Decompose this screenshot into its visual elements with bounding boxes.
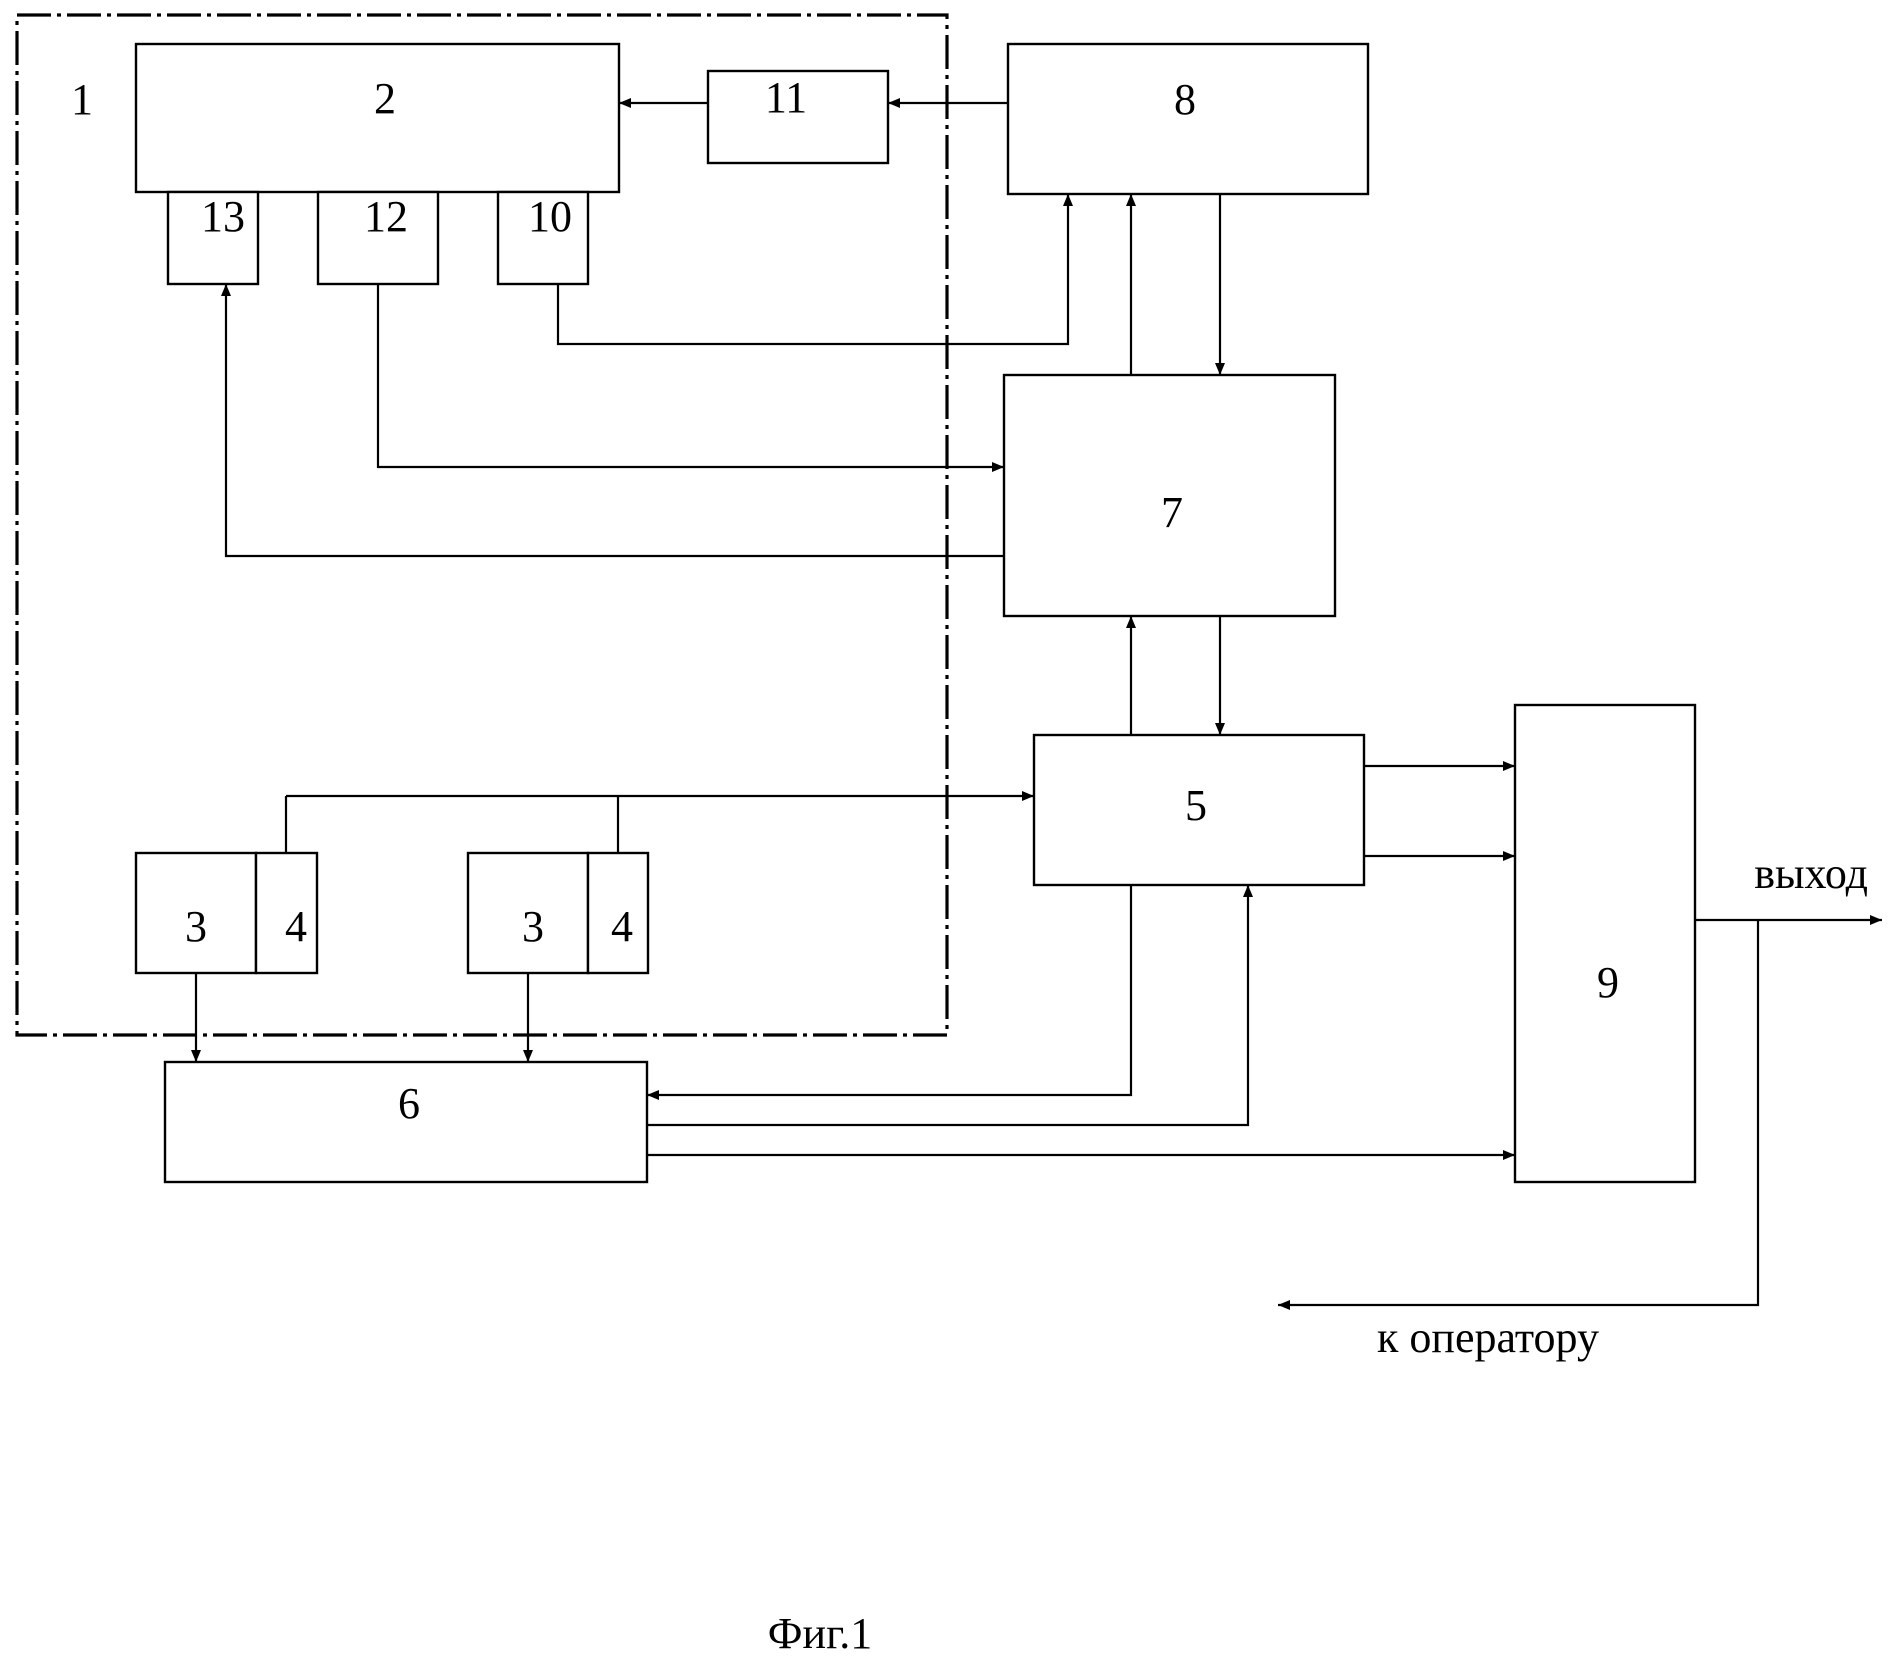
block-10: 10 bbox=[498, 192, 588, 284]
conn-12-to-7 bbox=[378, 284, 1004, 467]
to-operator-label: к оператору bbox=[1377, 1313, 1599, 1362]
sensor-3-left-label: 3 bbox=[185, 902, 207, 951]
block-12: 12 bbox=[318, 192, 438, 284]
block-7: 7 bbox=[1004, 375, 1335, 616]
label-1: 1 bbox=[71, 75, 93, 124]
block-6-label: 6 bbox=[398, 1079, 420, 1128]
sensor-3-left: 3 bbox=[136, 853, 256, 973]
block-5-label: 5 bbox=[1185, 781, 1207, 830]
sensor-4-right: 4 bbox=[588, 853, 648, 973]
block-11-label: 11 bbox=[765, 73, 807, 122]
block-8-label: 8 bbox=[1174, 75, 1196, 124]
conn-7-to-13 bbox=[226, 284, 1004, 556]
conn-10-to-8 bbox=[558, 194, 1068, 344]
block-13-label: 13 bbox=[201, 192, 245, 241]
sensor-4-right-label: 4 bbox=[611, 902, 633, 951]
block-5: 5 bbox=[1034, 735, 1364, 885]
block-8: 8 bbox=[1008, 44, 1368, 194]
block-2-label: 2 bbox=[374, 74, 396, 123]
block-6: 6 bbox=[165, 1062, 647, 1182]
sensor-3-right-label: 3 bbox=[522, 902, 544, 951]
figure-caption: Фиг.1 bbox=[768, 1609, 872, 1658]
block-10-label: 10 bbox=[528, 192, 572, 241]
sensor-3-right: 3 bbox=[468, 853, 588, 973]
block-13: 13 bbox=[168, 192, 258, 284]
block-12-label: 12 bbox=[364, 192, 408, 241]
conn-5-to-6 bbox=[647, 885, 1131, 1095]
sensor-4-left: 4 bbox=[256, 853, 317, 973]
block-9: 9 bbox=[1515, 705, 1695, 1182]
block-9-label: 9 bbox=[1597, 958, 1619, 1007]
block-2: 2 bbox=[136, 44, 619, 192]
sensor-4-left-label: 4 bbox=[285, 902, 307, 951]
output-label: выход bbox=[1754, 849, 1868, 898]
block-11: 11 bbox=[708, 71, 888, 163]
block-7-label: 7 bbox=[1161, 488, 1183, 537]
